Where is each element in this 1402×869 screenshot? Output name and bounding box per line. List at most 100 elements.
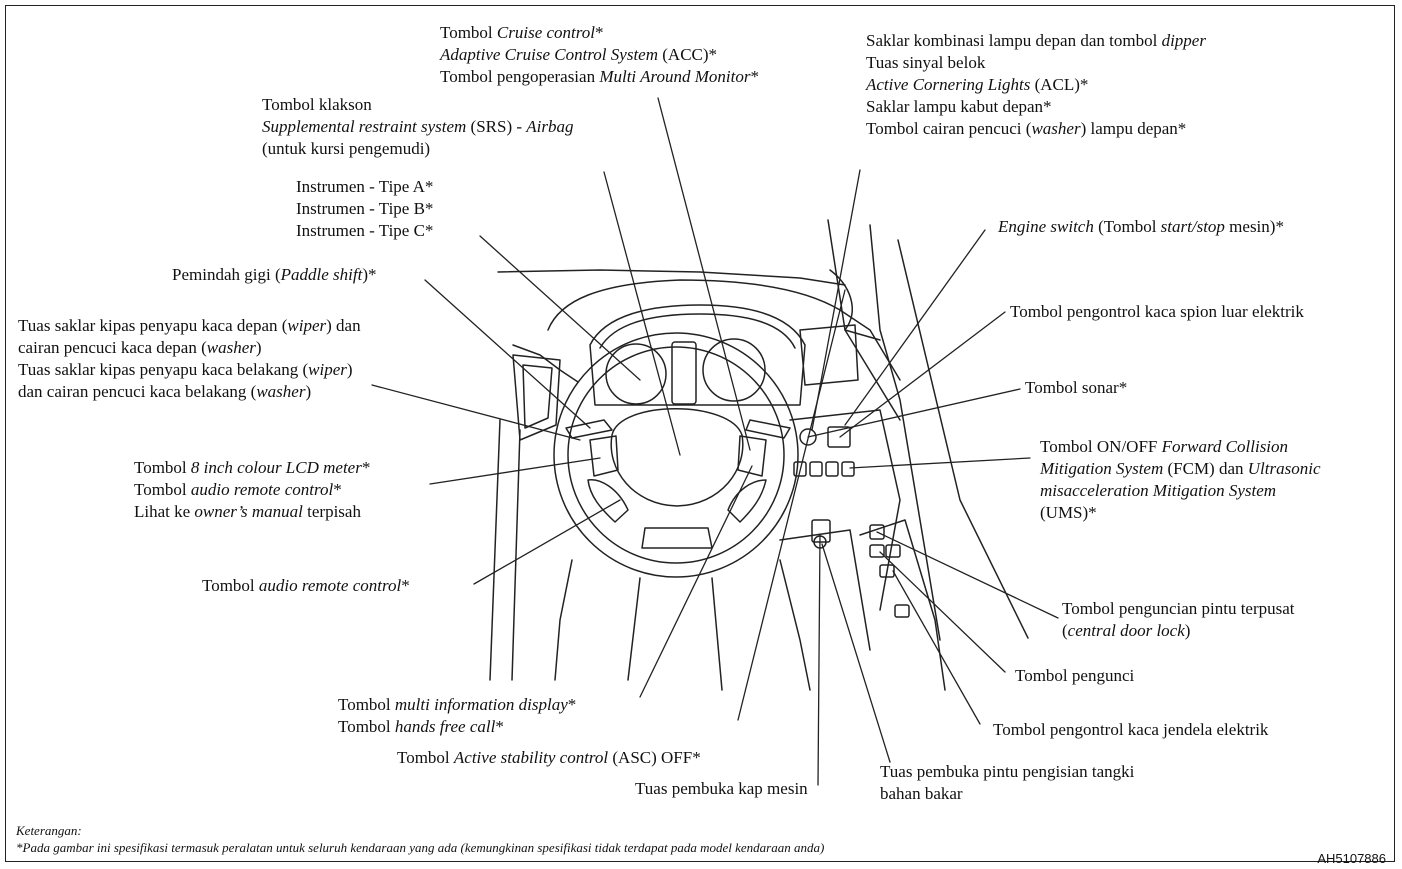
label-line: Tombol pengontrol kaca spion luar elektr… xyxy=(1010,301,1304,323)
label-segment: Tombol pengontrol kaca jendela elektrik xyxy=(993,720,1269,739)
column-cover xyxy=(554,559,811,691)
label-segment: hands free call xyxy=(394,717,496,736)
dashboard-outline xyxy=(547,279,901,381)
label-line: Adaptive Cruise Control System (ACC)* xyxy=(440,44,759,66)
leader-sonar xyxy=(807,388,1021,438)
leader-doorlock xyxy=(876,531,1059,619)
label-line: Engine switch (Tombol start/stop mesin)* xyxy=(998,216,1284,238)
leader-window xyxy=(892,570,981,725)
label-instrument: Instrumen - Tipe A*Instrumen - Tipe B*In… xyxy=(296,176,433,242)
dashboard-left-edge xyxy=(512,344,579,383)
fcm-switch-3 xyxy=(825,461,839,477)
diagram-frame xyxy=(5,5,1395,862)
leader-paddle xyxy=(424,279,591,429)
label-segment: Tombol xyxy=(134,480,191,499)
left-spoke-upper xyxy=(589,435,619,477)
label-line: Lihat ke owner’s manual terpisah xyxy=(134,501,370,523)
label-segment: Tombol pengontrol kaca spion luar elektr… xyxy=(1010,302,1304,321)
label-power-window: Tombol pengontrol kaca jendela elektrik xyxy=(993,719,1268,741)
label-segment: Engine switch xyxy=(998,217,1094,236)
label-segment: washer xyxy=(256,382,306,401)
label-segment: cairan pencuci kaca depan ( xyxy=(18,338,207,357)
label-segment: bahan bakar xyxy=(880,784,963,803)
label-asc-off: Tombol Active stability control (ASC) OF… xyxy=(397,747,701,769)
door-lock-switch xyxy=(869,524,885,540)
label-line: (untuk kursi pengemudi) xyxy=(262,138,574,160)
label-line: Mitigation System (FCM) dan Ultrasonic xyxy=(1040,458,1321,480)
label-segment: Active stability control xyxy=(453,748,609,767)
label-sonar-switch: Tombol sonar* xyxy=(1025,377,1127,399)
pillar-line-3 xyxy=(827,219,901,421)
label-segment: Forward Collision xyxy=(1161,437,1289,456)
label-segment: Tombol klakson xyxy=(262,95,372,114)
label-segment: * xyxy=(333,480,342,499)
label-line: Tombol 8 inch colour LCD meter* xyxy=(134,457,370,479)
label-engine-switch: Engine switch (Tombol start/stop mesin)* xyxy=(998,216,1284,238)
label-segment: Tombol pengoperasian xyxy=(440,67,600,86)
label-segment: (untuk kursi pengemudi) xyxy=(262,139,431,158)
label-segment: (Tombol xyxy=(1093,217,1161,236)
label-line: Tombol pengunci xyxy=(1015,665,1134,687)
label-segment: (ACC)* xyxy=(658,45,718,64)
center-stack xyxy=(789,409,901,611)
door-window-switch-4 xyxy=(894,604,910,618)
dashboard-top-line xyxy=(497,269,846,286)
label-line: Supplemental restraint system (SRS) - Ai… xyxy=(262,116,574,138)
door-window-switch-3 xyxy=(879,564,895,578)
label-segment: Active Cornering Lights xyxy=(866,75,1031,94)
lower-panel xyxy=(779,529,871,651)
label-segment: Tombol pengunci xyxy=(1015,666,1135,685)
label-segment: Supplemental restraint system xyxy=(262,117,467,136)
label-segment: Tombol xyxy=(440,23,497,42)
leader-asc xyxy=(737,289,846,721)
footnote: Keterangan: *Pada gambar ini spesifikasi… xyxy=(16,822,824,856)
label-line: Tombol audio remote control* xyxy=(134,479,370,501)
label-line: Tuas saklar kipas penyapu kaca belakang … xyxy=(18,359,361,381)
leader-hood xyxy=(817,533,821,786)
label-line: Tombol Active stability control (ASC) OF… xyxy=(397,747,701,769)
label-segment: Tombol ON/OFF xyxy=(1040,437,1162,456)
label-segment: Lihat ke xyxy=(134,502,195,521)
label-segment: (ASC) OFF* xyxy=(608,748,701,767)
label-segment: Tuas saklar kipas penyapu kaca belakang … xyxy=(18,360,309,379)
label-segment: Instrumen - Tipe C* xyxy=(296,221,434,240)
label-segment: dan cairan pencuci kaca belakang ( xyxy=(18,382,257,401)
label-line: Instrumen - Tipe C* xyxy=(296,220,433,242)
footnote-text: *Pada gambar ini spesifikasi termasuk pe… xyxy=(16,840,825,855)
label-audio-remote: Tombol audio remote control* xyxy=(202,575,410,597)
label-paddle-shift: Pemindah gigi (Paddle shift)* xyxy=(172,264,376,286)
leader-engine xyxy=(844,229,986,426)
leader-wiper xyxy=(371,384,581,441)
figure-code: AH5107886 xyxy=(1317,851,1386,866)
label-segment: Instrumen - Tipe A* xyxy=(296,177,434,196)
paddle-left xyxy=(565,419,613,439)
instrument-hood-inner xyxy=(599,313,796,349)
label-segment: Tuas sinyal belok xyxy=(866,53,986,72)
right-spoke-lower xyxy=(727,479,767,523)
label-line: Tombol hands free call* xyxy=(338,716,576,738)
label-line: Instrumen - Tipe A* xyxy=(296,176,433,198)
label-mirror-switch: Tombol pengontrol kaca spion luar elektr… xyxy=(1010,301,1304,323)
label-segment: Paddle shift xyxy=(280,265,363,284)
label-line: Tombol Cruise control* xyxy=(440,22,759,44)
label-segment: * xyxy=(750,67,759,86)
hood-lever xyxy=(811,519,831,543)
label-segment: Tuas pembuka pintu pengisian tangki xyxy=(880,762,1135,781)
pillar-line-1 xyxy=(869,224,941,641)
leader-headlamp xyxy=(811,169,861,431)
pillar-line-2 xyxy=(897,239,1029,639)
label-segment: ( xyxy=(1062,621,1068,640)
left-vent-inner xyxy=(522,364,553,429)
label-segment: ) lampu depan* xyxy=(1080,119,1187,138)
floor-line-2 xyxy=(511,429,521,681)
label-line: cairan pencuci kaca depan (washer) xyxy=(18,337,361,359)
label-segment: Tombol penguncian pintu terpusat xyxy=(1062,599,1295,618)
label-segment: )* xyxy=(362,265,377,284)
label-line: Saklar lampu kabut depan* xyxy=(866,96,1206,118)
fcm-switch-2 xyxy=(809,461,823,477)
label-segment: Multi Around Monitor xyxy=(599,67,751,86)
label-lock-switch: Tombol pengunci xyxy=(1015,665,1134,687)
label-line: Tombol pengoperasian Multi Around Monito… xyxy=(440,66,759,88)
